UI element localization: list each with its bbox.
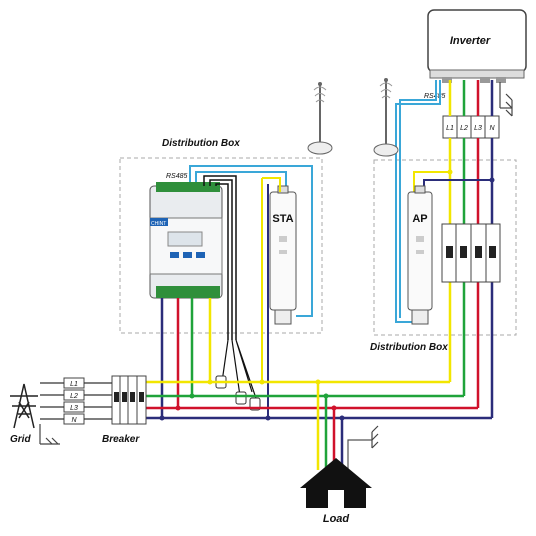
grid-ground-icon: [39, 424, 60, 445]
meter-brand: CHINT: [151, 221, 166, 227]
sta-antenna-icon: [307, 82, 333, 155]
inverter-terminal-l2: L2: [460, 125, 468, 132]
distribution-box-right-label: Distribution Box: [370, 342, 448, 353]
main-breaker: [111, 375, 147, 425]
house-icon: [300, 458, 372, 508]
load-label: Load: [323, 513, 350, 525]
phase-label-n: N: [71, 417, 77, 424]
wire-rs485-ap-2: [399, 80, 437, 318]
phase-label-l2: L2: [70, 393, 78, 400]
ct-lead-2: [209, 179, 233, 340]
inverter-terminal-n: N: [489, 125, 495, 132]
ct-lead-1: [203, 175, 237, 340]
inverter: Inverter: [427, 9, 527, 83]
distribution-box-right-outline: [373, 159, 517, 336]
ap-antenna-icon: [373, 78, 399, 157]
right-breaker: [441, 223, 501, 283]
junction-dot: [489, 177, 495, 183]
ct-fan-out: [221, 339, 259, 405]
ap-device: AP: [407, 185, 433, 325]
phase-labels: L1 L2 L3 N: [63, 377, 85, 425]
sta-device: STA: [269, 185, 297, 325]
inverter-ground-icon: [499, 82, 513, 117]
phase-label-l3: L3: [70, 405, 78, 412]
load-ground-icon: [371, 425, 379, 449]
distribution-box-left-label: Distribution Box: [162, 138, 240, 149]
inverter-terminal-block: L1 L2 L3 N: [442, 115, 500, 139]
wire-sta-l1-top: [262, 177, 281, 192]
junction-dot: [447, 169, 453, 175]
wire-rs485-sta-2: [195, 171, 287, 192]
inverter-terminal-l1: L1: [446, 125, 454, 132]
rs485-left-label: RS485: [166, 173, 188, 180]
grid-label: Grid: [10, 434, 31, 445]
inverter-label: Inverter: [450, 35, 491, 47]
wire-ap-line: [413, 171, 450, 192]
breaker-label: Breaker: [102, 434, 140, 445]
inverter-terminal-l3: L3: [474, 125, 482, 132]
phase-label-l1: L1: [70, 381, 78, 388]
wire-ap-neutral: [423, 179, 492, 192]
energy-meter: CHINT: [149, 182, 223, 299]
ct-lead-3: [215, 183, 229, 340]
grid-feed-wires: [40, 382, 112, 420]
wire-rs485-sta: [189, 165, 313, 317]
power-tower-icon: [10, 383, 38, 429]
rs485-top-label: RS485: [424, 93, 446, 100]
load-ground-wire: [347, 439, 372, 470]
distribution-box-left-outline: [119, 157, 323, 334]
ap-label: AP: [412, 213, 427, 225]
wire-rs485-ap: [395, 80, 441, 323]
sta-label: STA: [272, 213, 293, 225]
